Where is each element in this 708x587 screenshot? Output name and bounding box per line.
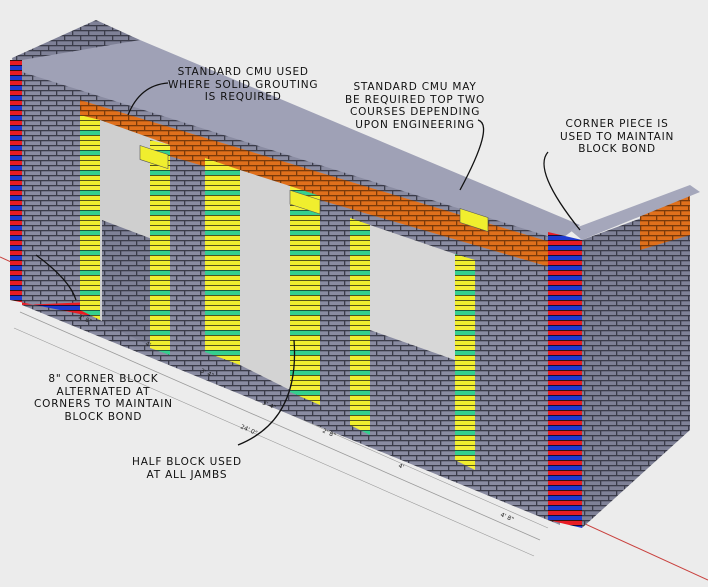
jamb-5 <box>350 218 370 435</box>
dimension-label: 24' 0" <box>239 423 258 437</box>
right-corner-column <box>548 232 582 528</box>
note-line: CORNERS TO MAINTAIN <box>34 398 173 410</box>
note-corner-piece: CORNER PIECE IS USED TO MAINTAIN BLOCK B… <box>560 118 674 156</box>
dimension-label: 4' 8" <box>499 511 515 523</box>
wall-top-cap <box>22 40 580 240</box>
note-line: WHERE SOLID GROUTING <box>168 78 319 91</box>
window-opening <box>370 225 455 360</box>
note-line: 8" CORNER BLOCK <box>48 373 159 385</box>
note-line: CORNER PIECE IS <box>565 118 669 130</box>
note-line: IS REQUIRED <box>204 91 282 103</box>
bond-beam-main <box>80 100 560 270</box>
note-line: UPON ENGINEERING <box>355 118 475 131</box>
jamb-1 <box>80 115 100 320</box>
dimension-line <box>13 327 535 557</box>
note-line: COURSES DEPENDING <box>349 106 481 118</box>
note-line: USED TO MAINTAIN <box>560 130 675 143</box>
note-line: AT ALL JAMBS <box>146 468 228 481</box>
jamb-6 <box>455 254 475 470</box>
leader-line <box>35 254 77 301</box>
leader-line <box>543 151 581 231</box>
jamb-3 <box>205 158 240 365</box>
note-line: STANDARD CMU USED <box>177 66 309 78</box>
jamb-4 <box>290 186 320 405</box>
note-line: ALTERNATED AT <box>56 385 151 398</box>
leader-line <box>237 339 296 446</box>
note-line: BLOCK BOND <box>578 143 656 155</box>
note-line: HALF BLOCK USED <box>132 456 242 468</box>
door-opening <box>240 170 290 390</box>
leader-line <box>459 119 485 191</box>
grout-cell-marker <box>289 189 321 215</box>
grout-cell-marker <box>459 208 489 232</box>
dimension-label: 4' <box>144 340 152 349</box>
note-standard-cmu-grouting: STANDARD CMU USED WHERE SOLID GROUTING I… <box>168 66 318 104</box>
dimension-line <box>19 311 541 541</box>
note-line: STANDARD CMU MAY <box>353 81 477 93</box>
note-corner-block: 8" CORNER BLOCK ALTERNATED AT CORNERS TO… <box>34 373 173 423</box>
note-half-block: HALF BLOCK USED AT ALL JAMBS <box>132 456 242 481</box>
return-top-cap <box>570 185 700 240</box>
note-line: BE REQUIRED TOP TWO <box>345 93 486 106</box>
right-return-wall <box>582 200 690 528</box>
grout-cell-marker <box>139 145 169 169</box>
note-line: BLOCK BOND <box>64 410 143 423</box>
left-corner-column <box>10 60 90 316</box>
dimension-label: 4' <box>397 462 405 471</box>
leader-line <box>127 82 169 116</box>
note-standard-cmu-top-courses: STANDARD CMU MAY BE REQUIRED TOP TWO COU… <box>345 81 485 131</box>
jamb-2 <box>150 140 170 355</box>
